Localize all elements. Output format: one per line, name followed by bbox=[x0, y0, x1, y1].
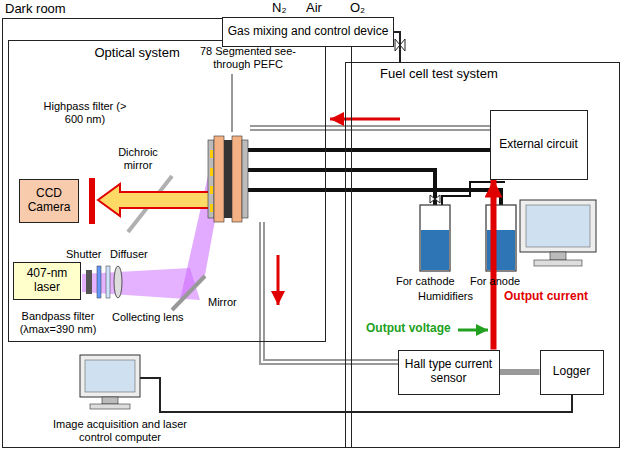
connector bbox=[394, 32, 400, 62]
gas-pipes-part bbox=[277, 255, 280, 305]
optics-part bbox=[89, 178, 95, 224]
connector bbox=[500, 369, 540, 375]
cell-wires-part bbox=[248, 170, 435, 205]
optics-part bbox=[86, 270, 92, 294]
optics-part bbox=[114, 266, 122, 298]
optics-part bbox=[106, 266, 110, 298]
computer-icon-part bbox=[102, 397, 118, 404]
circuit-box: External circuit bbox=[490, 110, 588, 180]
pefc-stack-part bbox=[214, 136, 224, 222]
part-label: Highpass filter (> 600 nm) bbox=[40, 100, 130, 125]
part-label: Bandpass filter (λmax=390 nm) bbox=[8, 310, 108, 335]
test-system-region: Fuel cell test systemExternal circuitHal… bbox=[345, 62, 620, 448]
part-label: For cathode bbox=[396, 275, 466, 288]
node-text: Fuel cell test system bbox=[380, 67, 498, 82]
gas-pipes bbox=[250, 39, 490, 362]
computer-icon-part bbox=[550, 252, 566, 260]
gas-device-box: Gas mixing and control device bbox=[222, 17, 394, 47]
signal-wires-part bbox=[140, 378, 572, 412]
signal-wires-part bbox=[458, 329, 488, 332]
humidifier-part bbox=[420, 205, 450, 271]
computer-icon-part bbox=[520, 200, 596, 252]
node-text: External circuit bbox=[499, 138, 578, 152]
humidifier-part bbox=[421, 230, 449, 270]
connector bbox=[491, 180, 497, 350]
part-label: Dichroic mirror bbox=[110, 146, 166, 171]
logger-box: Logger bbox=[540, 350, 604, 395]
pefc-stack-part bbox=[242, 140, 248, 218]
cell-wires-part bbox=[248, 148, 490, 152]
pefc-stack-part bbox=[210, 204, 213, 212]
pefc-stack-part bbox=[232, 136, 242, 222]
node-text: Logger bbox=[553, 365, 590, 379]
laser-box: 407-nm laser bbox=[13, 262, 81, 300]
sensor-box: Hall type current sensor bbox=[398, 350, 500, 395]
part-label: N₂ bbox=[272, 1, 302, 16]
computer-icon-part bbox=[80, 355, 140, 397]
part-label: Mirror bbox=[208, 296, 252, 309]
computer-icon-part bbox=[90, 404, 130, 409]
system-region: Optical systemCCD Camera 407-nm laser bbox=[8, 40, 326, 342]
laser-beam bbox=[82, 140, 216, 300]
cell-wires bbox=[248, 150, 505, 205]
pefc-stack bbox=[208, 74, 248, 222]
part-label: Shutter bbox=[66, 248, 108, 261]
pefc-stack-part bbox=[208, 140, 214, 218]
pefc-stack-part bbox=[210, 168, 213, 176]
fluorescence-arrow-part bbox=[98, 184, 210, 216]
node-text: Hall type current sensor bbox=[402, 358, 496, 386]
pefc-stack-part bbox=[210, 150, 213, 158]
gas-pipes-part bbox=[250, 127, 490, 129]
part-label: O₂ bbox=[350, 1, 380, 16]
laser-beam-part bbox=[180, 140, 216, 300]
optics-part bbox=[172, 276, 205, 310]
part-label: For anode bbox=[470, 275, 534, 288]
room-region: Dark roomOptical systemCCD Camera407-nm … bbox=[2, 18, 352, 448]
humidifier-part bbox=[435, 195, 440, 203]
camera-box: CCD Camera bbox=[19, 179, 79, 223]
part-label: Output voltage bbox=[366, 322, 458, 336]
gas-pipes-part bbox=[330, 118, 400, 121]
cell-wires-part bbox=[248, 190, 501, 205]
node-text: Optical system bbox=[95, 46, 180, 61]
part-label: Humidifiers bbox=[418, 290, 488, 303]
computer-icon-part bbox=[526, 205, 590, 247]
part-label: Image acquisition and laser control comp… bbox=[40, 418, 200, 443]
part-label: Diffuser bbox=[110, 248, 160, 261]
part-label: Air bbox=[306, 1, 336, 16]
pefc-stack-part bbox=[210, 186, 213, 194]
part-label: Collecting lens bbox=[112, 311, 202, 324]
optics-part bbox=[97, 266, 101, 298]
gas-pipes-part bbox=[250, 125, 490, 131]
computer-icon-part bbox=[534, 260, 582, 266]
computer-icon-part bbox=[85, 360, 135, 392]
pefc-stack-part bbox=[232, 74, 233, 132]
part-label: 78 Segmented see-through PEFC bbox=[190, 45, 306, 70]
node-text: Dark room bbox=[5, 2, 66, 17]
fluorescence-arrow bbox=[98, 184, 210, 216]
signal-wires bbox=[140, 330, 572, 412]
node-text: CCD Camera bbox=[23, 187, 75, 215]
node-text: Gas mixing and control device bbox=[228, 25, 389, 39]
pefc-stack-part bbox=[224, 140, 232, 218]
node-text: 407-nm laser bbox=[17, 267, 77, 295]
part-label: Output current bbox=[504, 290, 604, 304]
humidifier bbox=[420, 195, 516, 271]
